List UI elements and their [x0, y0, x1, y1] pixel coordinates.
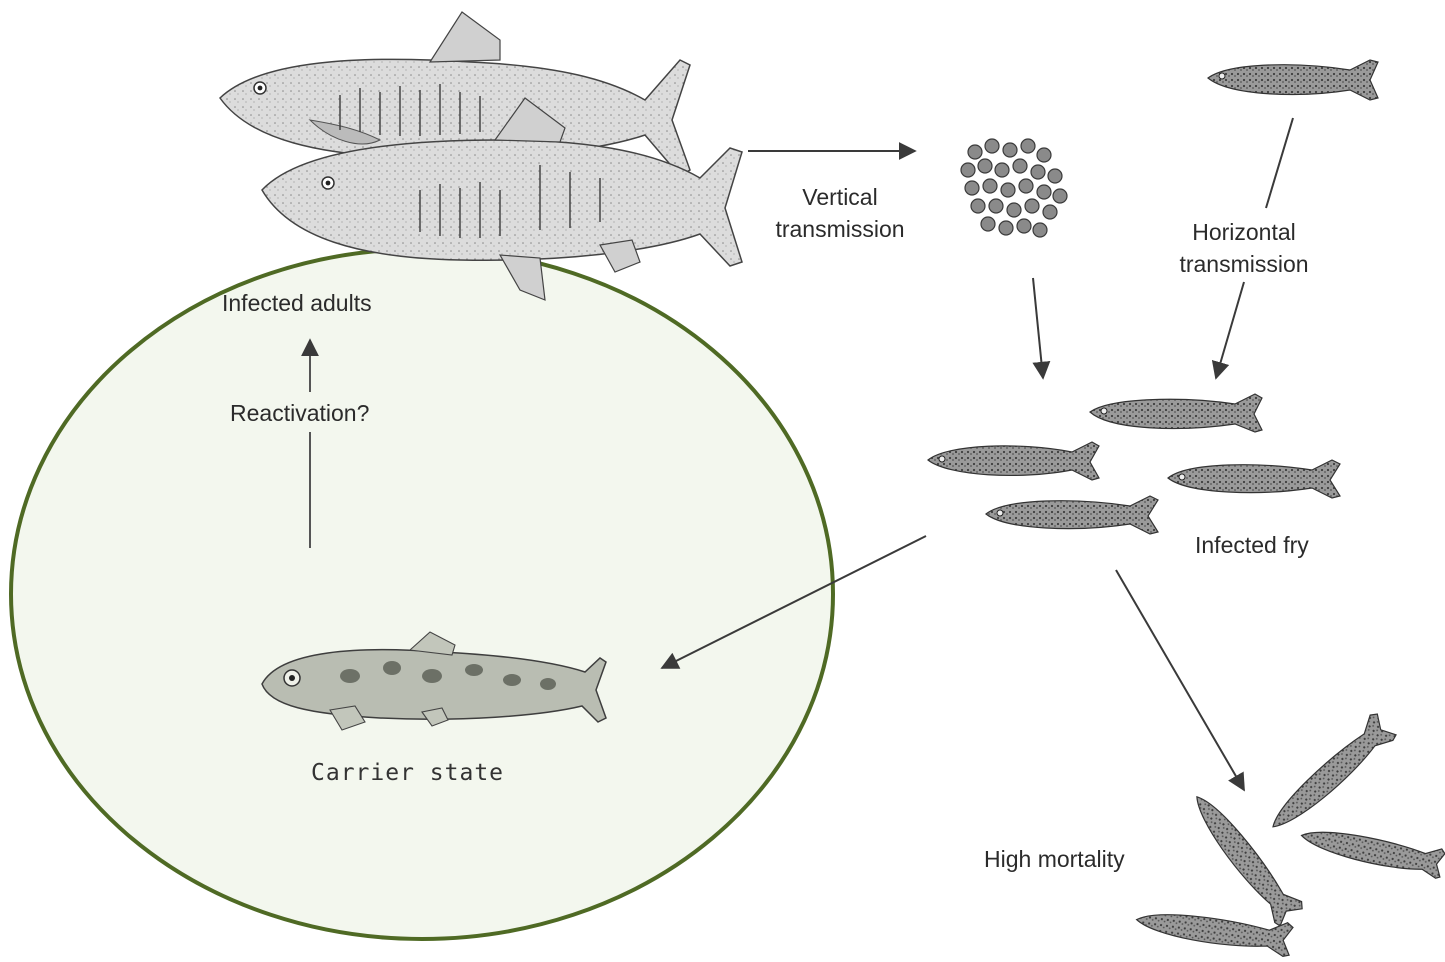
infected-fry-icon [1168, 460, 1340, 498]
horizontal-source-line [1266, 118, 1293, 208]
infected-fry-icon [928, 442, 1099, 480]
infected-fry-icon [1208, 60, 1378, 100]
dead-fry-icon [1261, 711, 1397, 839]
eggs-to-fry-arrow [1033, 278, 1043, 378]
horizontal-transmission-label: Horizontal transmission [1166, 216, 1322, 280]
reactivation-label: Reactivation? [230, 397, 369, 429]
vertical-transmission-label: Vertical transmission [764, 181, 916, 245]
infected-eggs-icon [961, 139, 1067, 237]
horizontal-transmission-arrow [1216, 282, 1244, 378]
high-mortality-label: High mortality [984, 843, 1125, 875]
dead-fry-icon [1299, 820, 1445, 879]
carrier-state-region [11, 249, 833, 939]
carrier-state-label: Carrier state [311, 757, 504, 789]
infected-fry-icon [986, 496, 1158, 534]
fry-to-mortality-arrow [1116, 570, 1244, 790]
infected-fry-icon [1090, 394, 1262, 432]
dead-fry-icon [1134, 902, 1293, 957]
infected-fry-label: Infected fry [1195, 529, 1309, 561]
infected-adults-label: Infected adults [222, 287, 372, 319]
